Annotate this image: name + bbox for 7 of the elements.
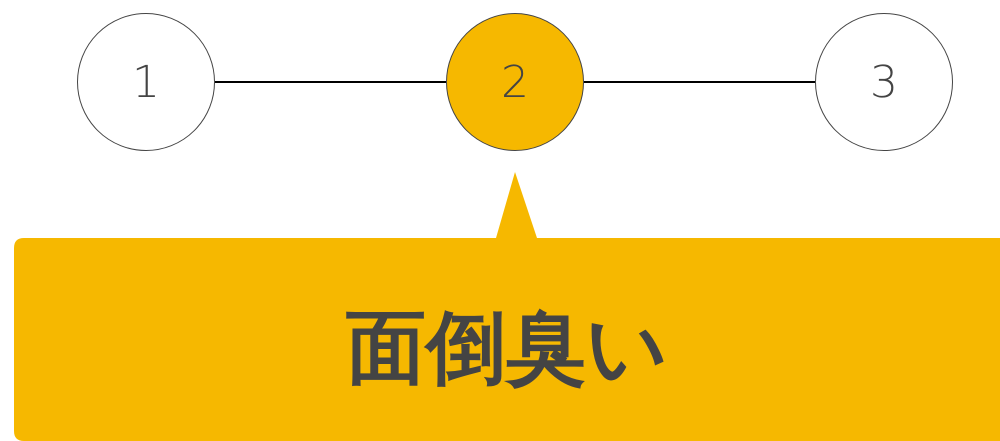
step-number: 1: [132, 56, 160, 108]
callout-bubble: [14, 172, 1000, 441]
step-number: 2: [501, 56, 529, 108]
connector-line: [215, 81, 446, 83]
connector-line: [584, 81, 815, 83]
callout-text: 面倒臭い: [345, 308, 669, 388]
step-number: 3: [870, 56, 898, 108]
